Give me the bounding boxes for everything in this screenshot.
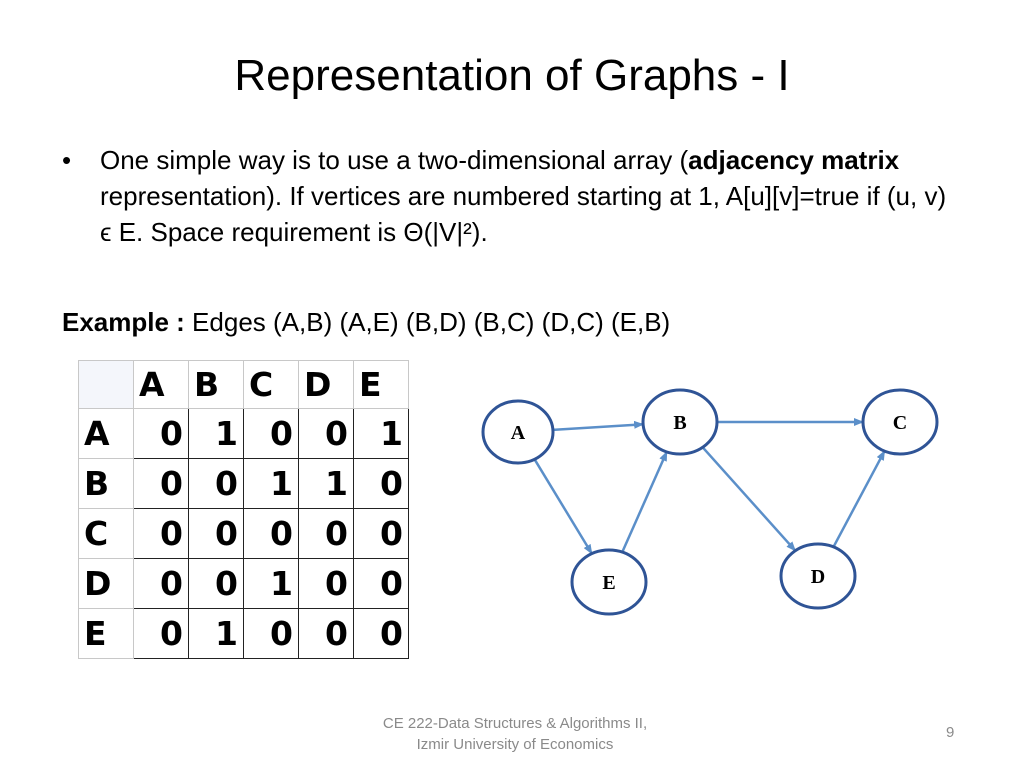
graph-node-b xyxy=(641,388,719,456)
matrix-row: C 0 0 0 0 0 xyxy=(78,508,409,559)
graph-node-label: E xyxy=(602,572,615,594)
matrix-row-header: E xyxy=(78,608,134,659)
graph-edge-b-d xyxy=(701,446,797,552)
matrix-row: A 0 1 0 0 1 xyxy=(78,408,409,459)
graph-node-label: D xyxy=(811,566,825,588)
matrix-col-header: B xyxy=(188,360,244,409)
matrix-cell: 0 xyxy=(298,608,354,659)
matrix-cell: 0 xyxy=(133,608,189,659)
matrix-cell: 0 xyxy=(188,558,244,609)
graph-edge-a-b xyxy=(552,420,645,432)
graph-node-label: A xyxy=(511,422,526,444)
matrix-cell: 1 xyxy=(243,458,299,509)
matrix-cell: 1 xyxy=(353,408,409,459)
graph-node-a xyxy=(481,399,555,465)
matrix-cell: 0 xyxy=(243,408,299,459)
matrix-col-header: E xyxy=(353,360,409,409)
page-number: 9 xyxy=(946,724,955,741)
matrix-col-header: D xyxy=(298,360,354,409)
example-edges: Edges (A,B) (A,E) (B,D) (B,C) (D,C) (E,B… xyxy=(184,307,671,337)
matrix-cell: 0 xyxy=(243,508,299,559)
graph-node-label: B xyxy=(673,412,686,434)
matrix-cell: 0 xyxy=(298,508,354,559)
matrix-cell: 0 xyxy=(133,508,189,559)
bullet-item: • One simple way is to use a two-dimensi… xyxy=(62,142,962,250)
example-line: Example : Edges (A,B) (A,E) (B,D) (B,C) … xyxy=(62,304,670,340)
matrix-row-header: D xyxy=(78,558,134,609)
bullet-list: • One simple way is to use a two-dimensi… xyxy=(62,142,962,250)
matrix-cell: 0 xyxy=(133,558,189,609)
matrix-row: B 0 0 1 1 0 xyxy=(78,458,409,509)
matrix-cell: 1 xyxy=(188,608,244,659)
directed-graph: A B C D E xyxy=(481,388,939,616)
matrix-cell: 0 xyxy=(353,558,409,609)
matrix-cell: 0 xyxy=(133,408,189,459)
matrix-cell: 0 xyxy=(133,458,189,509)
matrix-cell: 1 xyxy=(298,458,354,509)
slide-title: Representation of Graphs - I xyxy=(234,51,790,100)
matrix-cell: 0 xyxy=(243,608,299,659)
matrix-row-header: B xyxy=(78,458,134,509)
graph-edge-e-b xyxy=(621,450,668,553)
matrix-col-header: C xyxy=(243,360,299,409)
footer-university: Izmir University of Economics xyxy=(416,736,614,753)
matrix-cell: 0 xyxy=(298,408,354,459)
example-label: Example : xyxy=(62,307,185,337)
matrix-cell: 1 xyxy=(243,558,299,609)
graph-node-c xyxy=(861,388,939,456)
matrix-header-row: A B C D E xyxy=(78,360,409,409)
matrix-cell: 0 xyxy=(188,508,244,559)
graph-node-label: C xyxy=(893,412,907,434)
footer: CE 222-Data Structures & Algorithms II, … xyxy=(350,713,680,755)
matrix-row: E 0 1 0 0 0 xyxy=(78,608,409,659)
bullet-text-bold: adjacency matrix xyxy=(688,145,900,175)
graph-edge-a-e xyxy=(533,458,593,555)
graph-node-d xyxy=(779,542,857,610)
matrix-row-header: C xyxy=(78,508,134,559)
bullet-text: One simple way is to use a two-dimension… xyxy=(100,142,962,250)
matrix-cell: 0 xyxy=(298,558,354,609)
matrix-col-header: A xyxy=(133,360,189,409)
matrix-cell: 0 xyxy=(188,458,244,509)
matrix-row: D 0 0 1 0 0 xyxy=(78,558,409,609)
footer-course: CE 222-Data Structures & Algorithms II, xyxy=(382,715,648,732)
matrix-cell: 0 xyxy=(353,608,409,659)
matrix-cell: 1 xyxy=(188,408,244,459)
bullet-text-post: representation). If vertices are numbere… xyxy=(100,181,947,247)
adjacency-matrix: A B C D E A 0 1 0 0 1 B 0 0 1 1 0 C 0 0 … xyxy=(78,360,409,659)
bullet-dot: • xyxy=(62,145,72,175)
graph-node-e xyxy=(570,548,648,616)
bullet-text-pre: One simple way is to use a two-dimension… xyxy=(100,145,689,175)
matrix-cell: 0 xyxy=(353,458,409,509)
graph-edge-d-c xyxy=(832,450,886,548)
matrix-corner-cell xyxy=(78,360,134,409)
matrix-row-header: A xyxy=(78,408,134,459)
matrix-cell: 0 xyxy=(353,508,409,559)
